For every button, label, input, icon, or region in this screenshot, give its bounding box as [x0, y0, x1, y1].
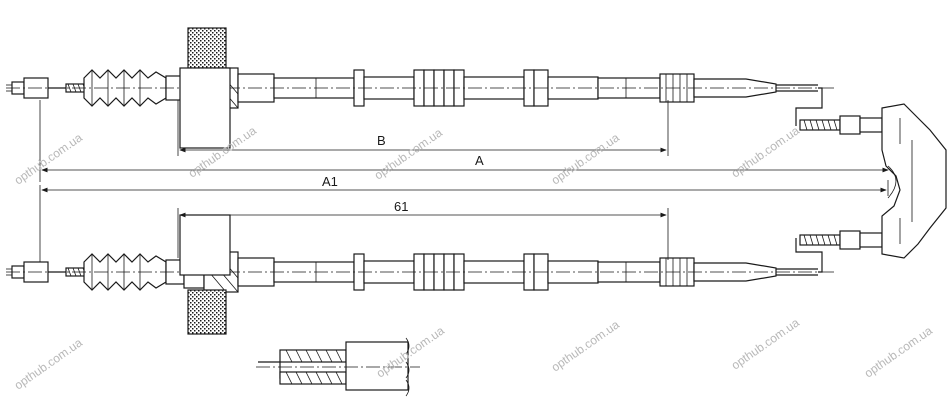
watermarks: opthub.com.ua opthub.com.ua opthub.com.u…	[12, 123, 935, 392]
dimension-b1: 61	[177, 199, 669, 260]
upper-bracket	[179, 67, 231, 149]
dimension-a1-label: A1	[322, 174, 338, 189]
dimension-b: B	[177, 100, 669, 156]
watermark-1: opthub.com.ua	[12, 130, 85, 187]
watermark-10: opthub.com.ua	[862, 323, 935, 380]
dimension-a1: A1	[39, 174, 889, 262]
dimension-b1-label: 61	[394, 199, 408, 214]
watermark-9: opthub.com.ua	[729, 315, 802, 372]
lower-abutment-plate	[187, 289, 227, 335]
watermark-5: opthub.com.ua	[729, 123, 802, 180]
dimension-b-label: B	[377, 133, 386, 148]
lower-equalizer-rod	[799, 230, 883, 250]
upper-cable	[5, 67, 837, 109]
watermark-8: opthub.com.ua	[549, 317, 622, 374]
upper-equalizer-rod	[799, 115, 883, 135]
dimension-a-label: A	[475, 153, 484, 168]
dimension-a: A	[39, 100, 889, 182]
watermark-4: opthub.com.ua	[549, 130, 622, 187]
upper-abutment-plate	[187, 27, 227, 69]
lower-cable	[5, 251, 837, 293]
lower-bracket	[179, 214, 231, 276]
detail-view	[256, 337, 420, 397]
equalizer-yoke	[881, 103, 947, 259]
watermark-6: opthub.com.ua	[12, 335, 85, 392]
